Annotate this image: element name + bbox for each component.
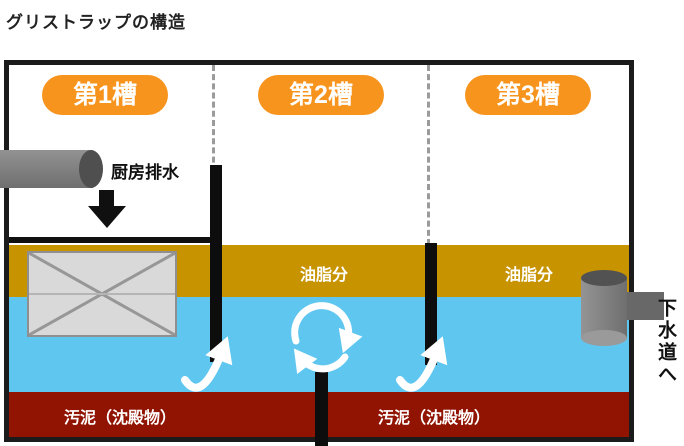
sludge-label-2: 汚泥（沈殿物） — [378, 410, 491, 427]
outlet-pipe-body — [581, 278, 627, 338]
tank-outline: 厨房排水 油脂分 油脂分 汚泥（沈殿物） 汚泥（沈殿物） 第1槽 第2槽 第3槽 — [0, 60, 664, 446]
grease-label-2: 油脂分 — [505, 267, 554, 284]
chamber-badge-2: 第2槽 — [258, 75, 384, 115]
chamber-divider-1 — [212, 65, 215, 245]
basket-mesh-icon — [29, 253, 175, 335]
sludge-label-1: 汚泥（沈殿物） — [64, 410, 177, 427]
down-arrow-icon — [99, 190, 114, 207]
grease-label-1: 油脂分 — [300, 267, 349, 284]
outlet-pipe-cap-top — [581, 270, 627, 286]
baffle-plate-1 — [210, 165, 222, 362]
chamber-badge-3: 第3槽 — [465, 75, 591, 115]
chamber-badge-1: 第1槽 — [42, 75, 168, 115]
sewer-label: 下水道へ — [655, 298, 676, 386]
inlet-pipe-cap — [79, 150, 103, 188]
baffle-plate-2 — [425, 243, 437, 365]
outlet-pipe-cap-bottom — [581, 330, 627, 346]
strainer-basket — [27, 251, 177, 337]
inlet-pipe — [0, 150, 93, 188]
inlet-label: 厨房排水 — [111, 163, 179, 182]
shelf-plate — [9, 237, 217, 243]
center-riser-pipe — [315, 372, 328, 446]
page-title: グリストラップの構造 — [6, 13, 186, 32]
down-arrow-head-icon — [88, 206, 126, 228]
chamber-divider-2 — [427, 65, 430, 245]
